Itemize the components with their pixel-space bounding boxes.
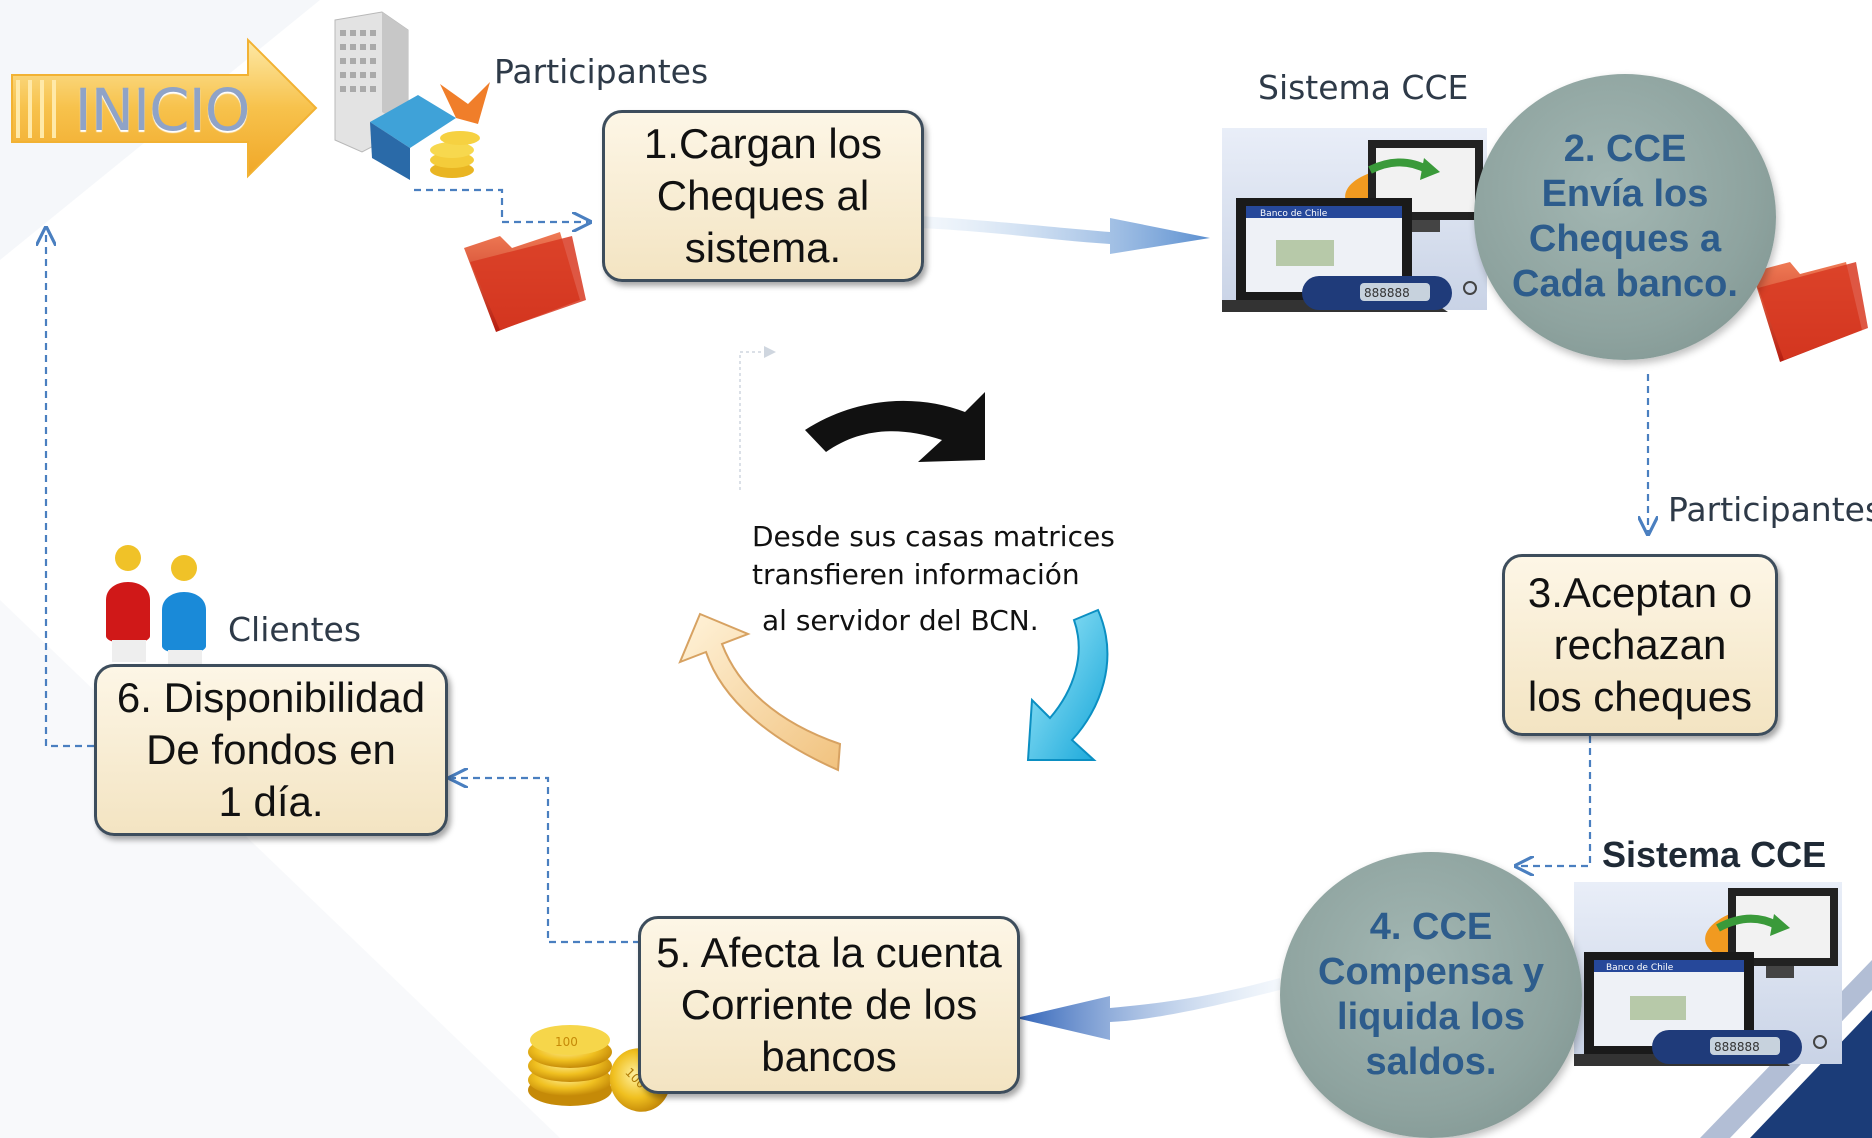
- step-2-circle: 2. CCE Envía los Cheques a Cada banco.: [1474, 74, 1776, 360]
- connector-step3-to-step4: [1518, 736, 1592, 866]
- step-5-box: 5. Afecta la cuenta Corriente de los ban…: [638, 916, 1020, 1094]
- step-4-circle: 4. CCE Compensa y liquida los saldos.: [1280, 852, 1582, 1138]
- step-6-box: 6. Disponibilidad De fondos en 1 día.: [94, 664, 448, 836]
- participantes-label-top: Participantes: [494, 52, 709, 91]
- cycle-arrow-black-icon: [805, 392, 985, 462]
- token-code-text: 888888: [1364, 286, 1410, 300]
- center-description: Desde sus casas matrices transfieren inf…: [752, 518, 1172, 640]
- sistema-cce-label-bottom: Sistema CCE: [1602, 834, 1827, 875]
- inicio-label: INICIO: [74, 76, 251, 144]
- step-1-box: 1.Cargan los Cheques al sistema.: [602, 110, 924, 282]
- screen-brand-text: Banco de Chile: [1260, 209, 1328, 219]
- coins-icon: 100 100: [528, 1025, 671, 1112]
- connector-start-to-step1: [414, 188, 588, 222]
- center-line-1: Desde sus casas matrices: [752, 520, 1115, 553]
- cycle-arrow-peach-icon: [678, 612, 842, 772]
- connector-center-faint: [739, 351, 770, 490]
- cycle-arrow-cyan-icon: [1026, 608, 1109, 761]
- token-code-text: 888888: [1714, 1040, 1760, 1054]
- connector-step6-to-start: [46, 230, 94, 748]
- center-line-3: al servidor del BCN.: [762, 604, 1039, 637]
- folder-icon: [464, 232, 586, 332]
- screen-brand-text: Banco de Chile: [1606, 963, 1674, 973]
- sistema-cce-label-top: Sistema CCE: [1258, 68, 1469, 107]
- inicio-arrow-icon: [11, 37, 318, 179]
- transfer-arrow-left-icon: [1016, 978, 1280, 1040]
- coin-value-text: 100: [555, 1035, 578, 1049]
- folder-icon: [1752, 262, 1868, 362]
- clients-people-icon: [106, 545, 206, 664]
- connector-step5-to-step6: [452, 778, 640, 944]
- computer-terminal-icon: Banco de Chile 888888: [1574, 882, 1842, 1066]
- transfer-arrow-right-icon: [920, 216, 1210, 254]
- step-3-box: 3.Aceptan o rechazan los cheques: [1502, 554, 1778, 736]
- computer-terminal-icon: Banco de Chile 888888: [1222, 128, 1487, 312]
- building-icon: [334, 11, 490, 180]
- clientes-label: Clientes: [228, 610, 362, 649]
- center-line-2: transfieren información: [752, 558, 1080, 591]
- participantes-label-right: Participantes: [1668, 490, 1872, 529]
